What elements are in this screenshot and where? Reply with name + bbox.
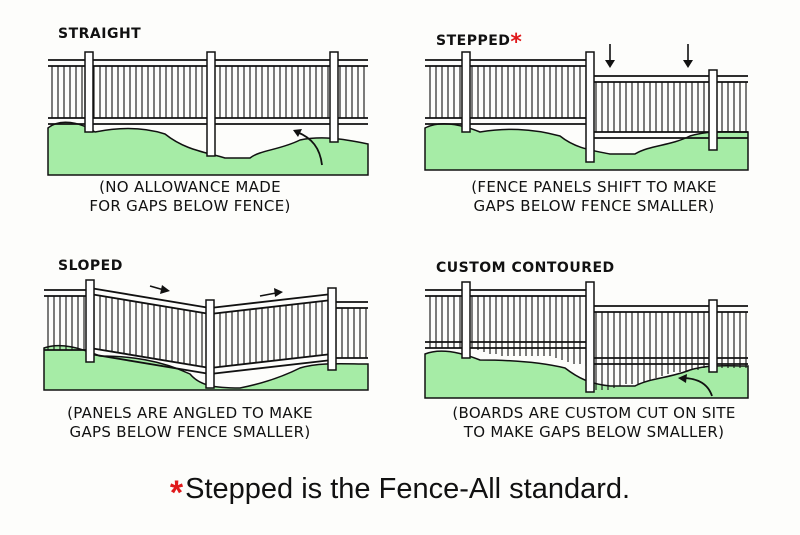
footer-text: Stepped is the Fence-All standard. bbox=[185, 473, 631, 505]
caption-line: (BOARDS ARE CUSTOM CUT ON SITE bbox=[452, 404, 736, 422]
panel-title: CUSTOM CONTOURED bbox=[436, 260, 615, 276]
fence-post bbox=[85, 279, 95, 363]
fence-post bbox=[205, 299, 215, 389]
fence-post bbox=[329, 51, 339, 143]
caption-line: GAPS BELOW FENCE SMALLER) bbox=[69, 423, 311, 441]
fence-post bbox=[206, 51, 216, 157]
footer-note: *Stepped is the Fence-All standard. bbox=[0, 468, 800, 512]
panel-title: SLOPED bbox=[58, 258, 123, 274]
caption-line: (NO ALLOWANCE MADE bbox=[99, 178, 281, 196]
panel-stepped: STEPPED* (FENCE PANELS SHIFT TO MAKE GAP… bbox=[400, 0, 800, 230]
slope-arrow-icon bbox=[259, 292, 277, 297]
fence-post bbox=[708, 69, 718, 151]
stepped-fence-illustration bbox=[424, 44, 749, 171]
caption-line: (PANELS ARE ANGLED TO MAKE bbox=[67, 404, 313, 422]
fence-post bbox=[327, 287, 337, 371]
panel-title: STRAIGHT bbox=[58, 26, 142, 42]
straight-fence-illustration bbox=[47, 51, 369, 176]
fence-boards bbox=[51, 66, 365, 118]
custom-contoured-fence-illustration bbox=[424, 281, 749, 399]
caption-line: FOR GAPS BELOW FENCE) bbox=[89, 197, 291, 215]
fence-post bbox=[84, 51, 94, 133]
panel-sloped: SLOPED (PANELS ARE ANGLED TO MAK bbox=[0, 238, 400, 468]
fence-post bbox=[461, 51, 471, 133]
caption-line: (FENCE PANELS SHIFT TO MAKE bbox=[471, 178, 717, 196]
fence-post bbox=[461, 281, 471, 359]
caption-line: GAPS BELOW FENCE SMALLER) bbox=[473, 197, 715, 215]
fence-post bbox=[585, 51, 595, 163]
panel-straight: STRAIGHT (NO ALLOWANCE MADE FOR GAPS BEL… bbox=[0, 0, 400, 230]
caption-line: TO MAKE GAPS BELOW SMALLER) bbox=[463, 423, 725, 441]
panel-custom-contoured: CUSTOM CONTOURED (BOARDS ARE CUSTOM CUT … bbox=[400, 238, 800, 468]
sloped-fence-illustration bbox=[43, 279, 369, 391]
panel-title: STEPPED* bbox=[436, 30, 523, 55]
asterisk-marker: * bbox=[510, 30, 523, 55]
gap-pointer-arrow bbox=[296, 131, 323, 166]
asterisk-marker: * bbox=[169, 474, 184, 512]
fence-post bbox=[708, 299, 718, 373]
fence-post bbox=[585, 281, 595, 393]
